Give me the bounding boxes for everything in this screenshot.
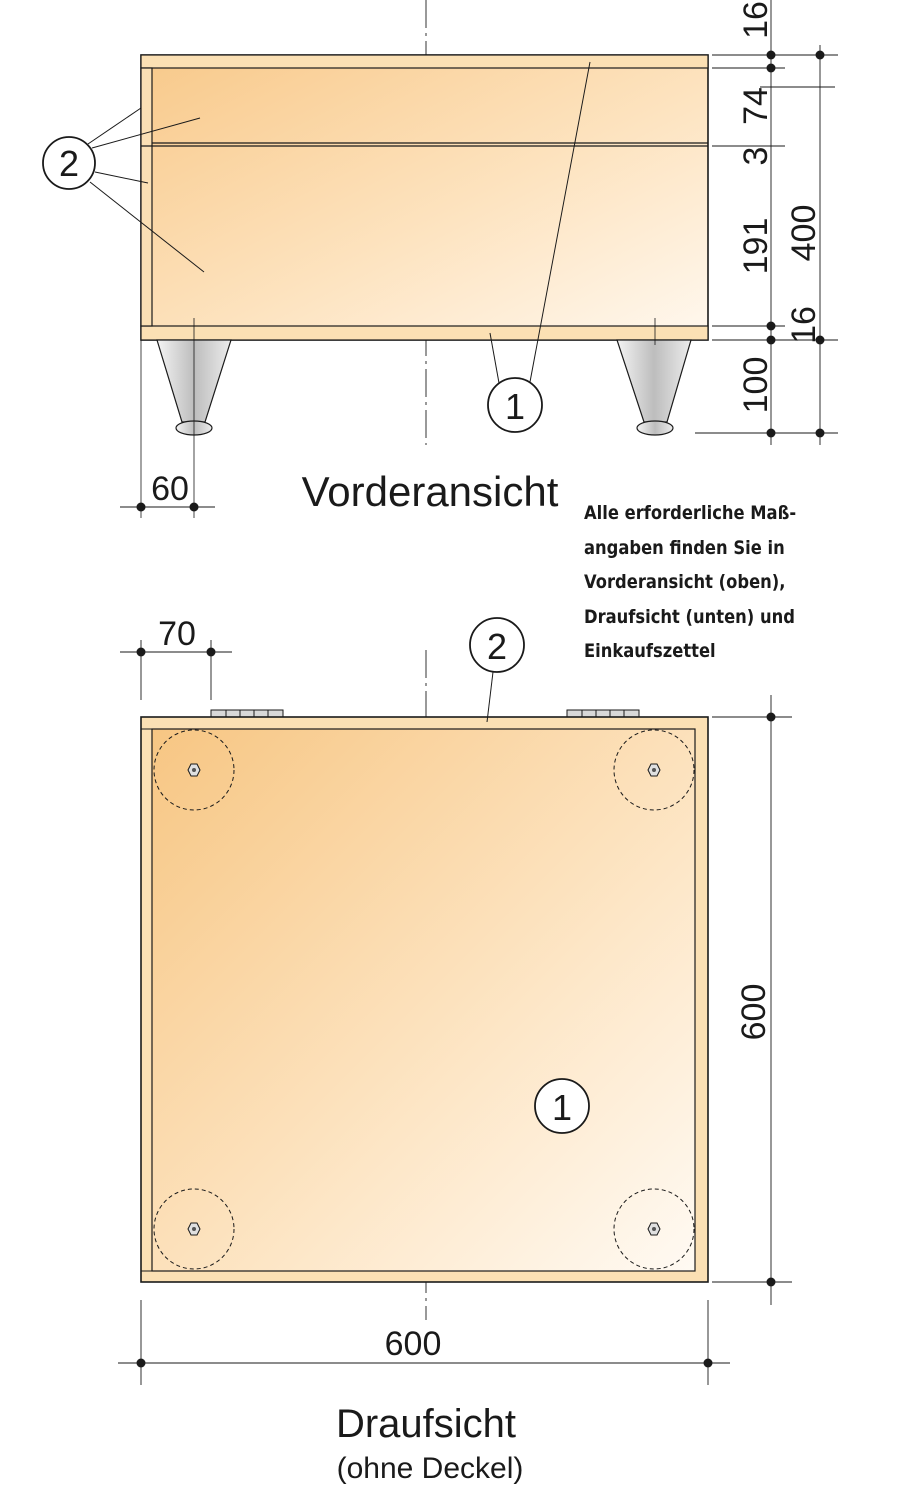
dim-hinge-offset: 70 [120, 615, 232, 700]
dim-16-top: 16 [737, 1, 775, 39]
hinge-right [566, 709, 640, 718]
dim-60: 60 [151, 470, 189, 508]
leg-right [616, 339, 692, 436]
callout-1-front: 1 [487, 61, 591, 433]
callout-2-label: 2 [59, 143, 79, 184]
leg-positions [153, 729, 695, 1270]
top-view-title: Draufsicht [336, 1402, 516, 1446]
note-line: Alle erforderliche Maß- [584, 502, 797, 524]
dim-70: 70 [158, 615, 196, 653]
top-view-subtitle: (ohne Deckel) [337, 1452, 524, 1485]
callout-1-top-label: 1 [552, 1087, 572, 1128]
front-view: 2 1 16 [42, 0, 838, 518]
callout-2-top: 2 [469, 617, 525, 723]
dim-191: 191 [737, 218, 775, 275]
callout-1-top: 1 [534, 1078, 590, 1134]
note-line: Einkaufszettel [584, 640, 716, 662]
dim-width: 600 [118, 1300, 730, 1385]
callout-2-top-label: 2 [487, 626, 507, 667]
dim-100: 100 [737, 357, 775, 414]
callout-2-front: 2 [42, 107, 205, 273]
hinge-left [210, 709, 284, 718]
front-view-title: Vorderansicht [302, 468, 559, 515]
note-line: angaben finden Sie in [584, 536, 785, 559]
dim-74: 74 [737, 87, 775, 125]
dim-16-bottom: 16 [785, 306, 823, 344]
callout-1-label: 1 [505, 386, 525, 427]
note-line: Draufsicht (unten) und [584, 605, 795, 628]
dim-600-width: 600 [385, 1325, 442, 1363]
note-line: Vorderansicht (oben), [584, 571, 786, 593]
dim-leg-offset: 60 [120, 470, 215, 512]
dim-400: 400 [785, 205, 823, 262]
dimension-note: Alle erforderliche Maß- angaben finden S… [584, 496, 859, 669]
top-view: 2 1 70 600 [118, 615, 792, 1485]
dim-3: 3 [737, 147, 775, 166]
dim-600-depth: 600 [735, 984, 773, 1041]
dim-depth: 600 [712, 695, 792, 1305]
